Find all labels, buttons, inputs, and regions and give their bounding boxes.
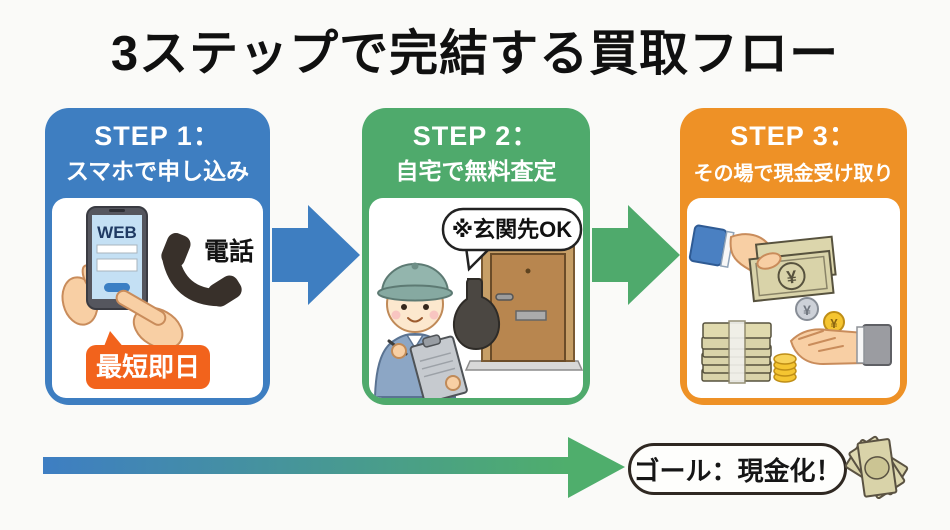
phone-receiver-icon [161, 233, 242, 307]
step1-header: STEP 1： スマホで申し込み [45, 108, 270, 186]
step3-illustration-panel: ¥ ¥ ¥ [687, 198, 900, 398]
step2-header: STEP 2： 自宅で無料査定 [362, 108, 590, 186]
doorstep-ok-label: ※玄関先OK [452, 217, 573, 242]
step1-card: STEP 1： スマホで申し込み WEB [45, 108, 270, 405]
doorstep-ok-bubble: ※玄関先OK [441, 207, 583, 272]
guitar-case-icon [452, 278, 501, 351]
cash-handover-illustration: ¥ ¥ ¥ [688, 224, 892, 384]
goal-money-icon [844, 435, 909, 500]
step2-subtitle: 自宅で無料査定 [395, 158, 557, 184]
yen-on-bill: ¥ [786, 267, 798, 288]
silver-coin-icon: ¥ [795, 297, 819, 321]
appraiser-icon [373, 262, 468, 398]
bill-stack-icon [701, 320, 772, 384]
tapping-finger-icon [115, 289, 184, 350]
coin-stack-icon [773, 353, 797, 383]
receiving-hand-icon [789, 324, 892, 366]
arrow-step1-to-step2 [272, 205, 360, 305]
smartphone-apply-illustration: WEB 電話 [61, 206, 254, 389]
step1-illustration-panel: WEB 電話 [52, 198, 263, 398]
step2-card: STEP 2： 自宅で無料査定 [362, 108, 590, 405]
svg-text:¥: ¥ [803, 302, 811, 318]
step2-label: STEP 2： [412, 121, 540, 151]
bottom-flow-arrow [43, 437, 625, 498]
goal-bubble: ゴール：現金化！ [628, 443, 847, 495]
phone-label: 電話 [204, 237, 254, 266]
svg-text:¥: ¥ [830, 316, 838, 331]
step3-subtitle: その場で現金受け取り [693, 163, 894, 185]
same-day-badge-label: 最短即日 [96, 352, 200, 382]
step1-label: STEP 1： [94, 121, 221, 151]
same-day-badge: 最短即日 [86, 331, 210, 389]
page-title: 3ステップで完結する買取フロー [110, 27, 840, 81]
goal-label: ゴール：現金化！ [633, 455, 842, 486]
step3-card: STEP 3： その場で現金受け取り [680, 108, 907, 405]
smartphone-icon: WEB [86, 206, 148, 310]
step2-illustration-panel: ※玄関先OK [369, 198, 583, 398]
web-label: WEB [97, 223, 137, 242]
step3-label: STEP 3： [730, 121, 857, 151]
arrow-step2-to-step3 [592, 205, 680, 305]
step1-subtitle: スマホで申し込み [65, 158, 250, 184]
step3-header: STEP 3： その場で現金受け取り [680, 108, 907, 189]
home-appraisal-illustration: ※玄関先OK [373, 207, 583, 398]
